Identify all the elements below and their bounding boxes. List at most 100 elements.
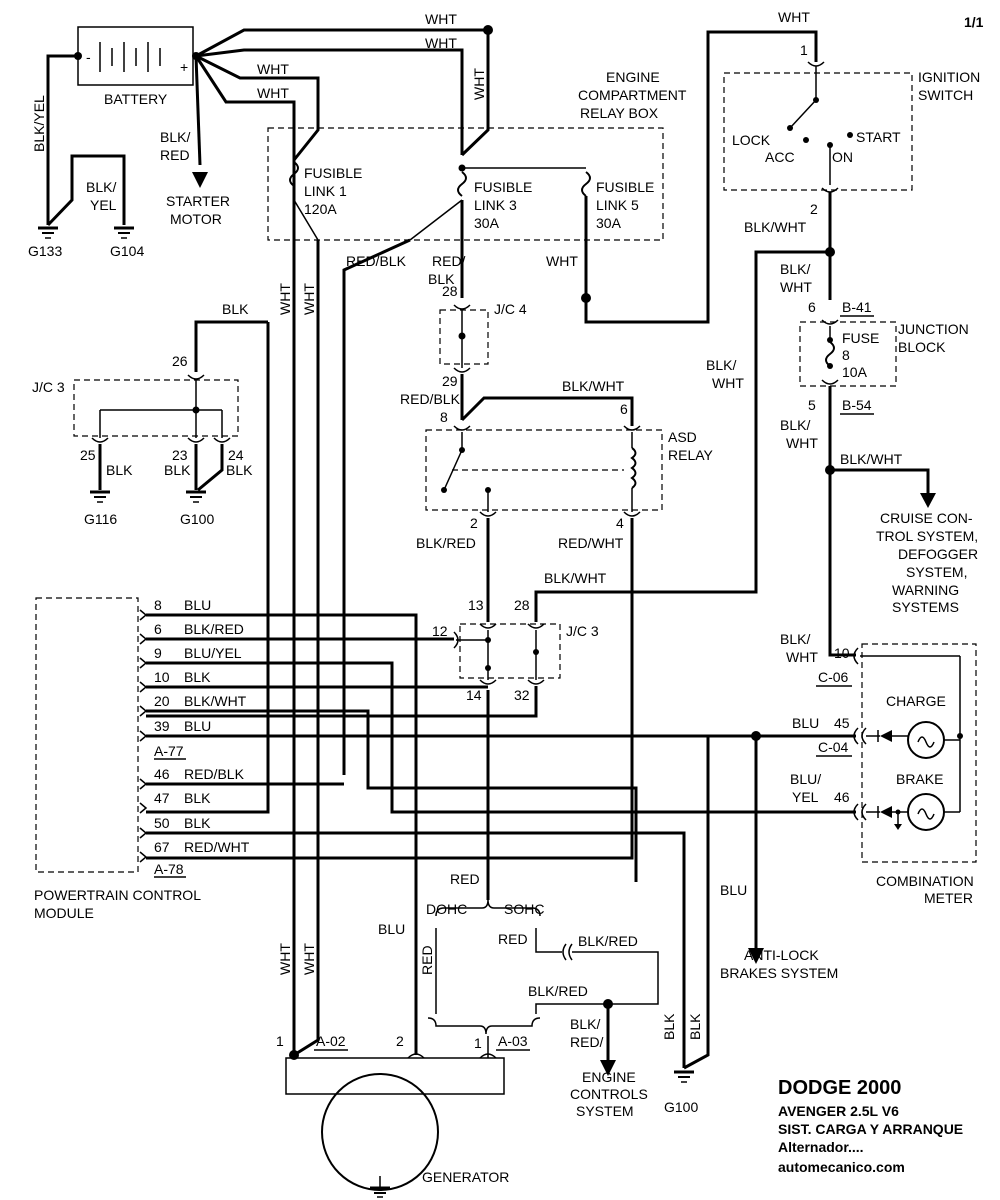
svg-text:BLK/: BLK/: [706, 357, 736, 373]
battery-label: BATTERY: [104, 91, 168, 107]
svg-text:29: 29: [442, 373, 458, 389]
svg-text:2: 2: [810, 201, 818, 217]
svg-text:BLK: BLK: [184, 815, 211, 831]
asd-relay-label: ASD: [668, 429, 697, 445]
svg-text:8: 8: [842, 347, 850, 363]
svg-text:BLK: BLK: [184, 669, 211, 685]
svg-text:BLK/: BLK/: [780, 261, 810, 277]
svg-text:ACC: ACC: [765, 149, 795, 165]
svg-text:WHT: WHT: [425, 35, 457, 51]
svg-text:+: +: [180, 59, 188, 75]
svg-text:20: 20: [154, 693, 170, 709]
ground-icon: [674, 1070, 694, 1083]
asd-relay: [425, 429, 663, 511]
ground-g100-lower: G100: [664, 1099, 698, 1115]
svg-text:YEL: YEL: [792, 789, 819, 805]
svg-text:RED/BLK: RED/BLK: [400, 391, 461, 407]
svg-text:BLK: BLK: [661, 1013, 677, 1040]
svg-text:ON: ON: [832, 149, 853, 165]
svg-text:A-02: A-02: [316, 1033, 346, 1049]
svg-text:A-77: A-77: [154, 743, 184, 759]
ground-icon: [114, 226, 134, 239]
svg-text:67: 67: [154, 839, 170, 855]
jc4: [439, 309, 489, 365]
svg-text:28: 28: [442, 283, 458, 299]
svg-text:46: 46: [154, 766, 170, 782]
svg-text:RED: RED: [498, 931, 528, 947]
svg-text:BLU: BLU: [184, 597, 211, 613]
jc3-top-label: J/C 3: [32, 379, 65, 395]
svg-text:6: 6: [620, 401, 628, 417]
svg-text:39: 39: [154, 718, 170, 734]
svg-text:WHT: WHT: [301, 943, 317, 975]
svg-text:BLK/RED: BLK/RED: [528, 983, 588, 999]
svg-text:LOCK: LOCK: [732, 132, 771, 148]
svg-text:10: 10: [154, 669, 170, 685]
svg-text:START: START: [856, 129, 901, 145]
ground-g133: G133: [28, 243, 62, 259]
jc4-label: J/C 4: [494, 301, 527, 317]
svg-text:BLK: BLK: [106, 462, 133, 478]
svg-text:WHT: WHT: [712, 375, 744, 391]
svg-text:WHT: WHT: [425, 11, 457, 27]
jc3-mid: [459, 623, 561, 679]
generator-label: GENERATOR: [422, 1169, 509, 1185]
title-line4: Alternador....: [778, 1139, 864, 1155]
ignition-switch: [723, 72, 913, 191]
svg-text:LINK 5: LINK 5: [596, 197, 639, 213]
svg-text:TROL SYSTEM,: TROL SYSTEM,: [876, 528, 978, 544]
svg-text:WHT: WHT: [257, 85, 289, 101]
jc3-mid-label: J/C 3: [566, 623, 599, 639]
jc3-top: [73, 379, 239, 437]
svg-text:COMPARTMENT: COMPARTMENT: [578, 87, 687, 103]
svg-text:A-03: A-03: [498, 1033, 528, 1049]
svg-text:BLU: BLU: [378, 921, 405, 937]
svg-text:RED/WHT: RED/WHT: [558, 535, 624, 551]
svg-text:BLK: BLK: [687, 1013, 703, 1040]
svg-text:RED/BLK: RED/BLK: [184, 766, 245, 782]
svg-text:WHT: WHT: [786, 649, 818, 665]
svg-text:1: 1: [800, 42, 808, 58]
svg-text:MOTOR: MOTOR: [170, 211, 222, 227]
svg-text:SYSTEM,: SYSTEM,: [906, 564, 967, 580]
svg-text:BLOCK: BLOCK: [898, 339, 946, 355]
svg-text:C-04: C-04: [818, 739, 849, 755]
svg-text:RELAY: RELAY: [668, 447, 714, 463]
svg-text:BLU: BLU: [184, 718, 211, 734]
svg-text:BLK/WHT: BLK/WHT: [184, 693, 247, 709]
svg-text:46: 46: [834, 789, 850, 805]
svg-text:47: 47: [154, 790, 170, 806]
svg-text:8: 8: [440, 409, 448, 425]
coil-icon: [630, 447, 637, 489]
generator-box: [285, 1057, 505, 1095]
svg-text:BLK/: BLK/: [570, 1016, 600, 1032]
ground-icon: [186, 490, 206, 503]
page-marker: 1/1: [964, 14, 984, 30]
svg-text:30A: 30A: [474, 215, 500, 231]
svg-text:BLK/WHT: BLK/WHT: [562, 378, 625, 394]
svg-text:13: 13: [468, 597, 484, 613]
svg-text:BLU: BLU: [720, 882, 747, 898]
title-line3: SIST. CARGA Y ARRANQUE: [778, 1121, 963, 1137]
svg-text:RED/: RED/: [570, 1034, 604, 1050]
svg-text:9: 9: [154, 645, 162, 661]
svg-text:2: 2: [470, 515, 478, 531]
svg-text:6: 6: [808, 299, 816, 315]
svg-text:BLK/: BLK/: [86, 179, 116, 195]
arrow-down-icon: [600, 1060, 616, 1076]
svg-text:BLK: BLK: [164, 462, 191, 478]
svg-text:SOHC: SOHC: [504, 901, 544, 917]
svg-text:CONTROLS: CONTROLS: [570, 1086, 648, 1102]
fuse-icon: [825, 341, 835, 367]
brake-lamp-icon: [907, 793, 945, 831]
svg-text:WHT: WHT: [780, 279, 812, 295]
brake-lamp-label: BRAKE: [896, 771, 943, 787]
svg-text:METER: METER: [924, 890, 973, 906]
svg-text:MODULE: MODULE: [34, 905, 94, 921]
svg-text:-: -: [86, 49, 91, 65]
svg-text:BLK: BLK: [226, 462, 253, 478]
ground-icon: [90, 490, 110, 503]
